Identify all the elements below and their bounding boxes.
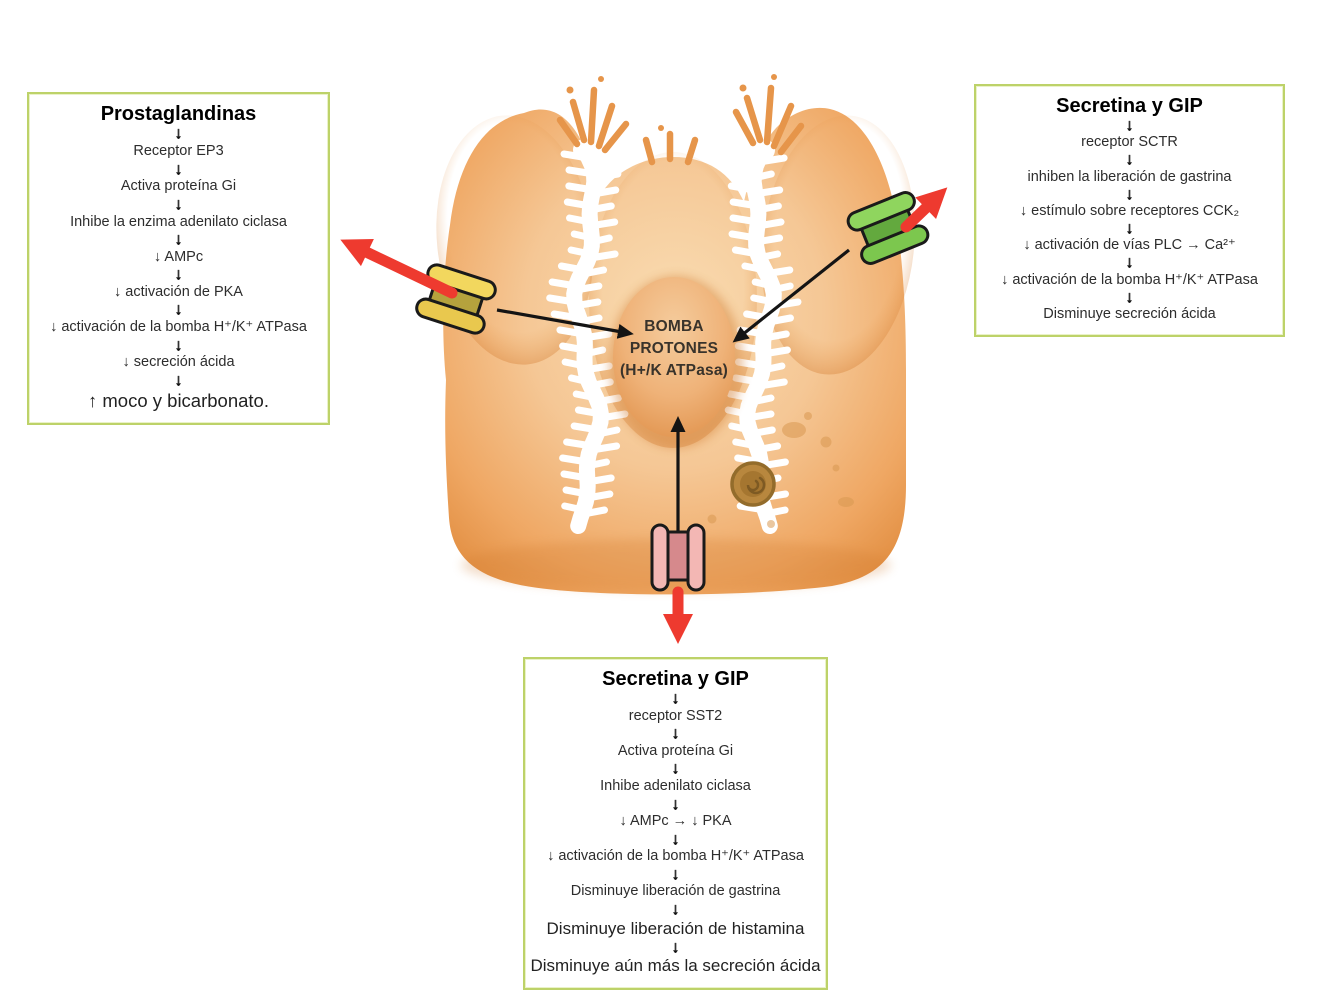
step-text: receptor SCTR: [1081, 134, 1178, 151]
signal-arrow-from-ep3: [496, 308, 634, 339]
cytoplasm-spots: [707, 412, 854, 528]
down-arrow-icon: ↓: [174, 123, 183, 144]
arrow-to-secretin-gip-panel: [900, 187, 948, 233]
red-panel-arrows: [340, 187, 948, 644]
prostaglandins-panel: Prostaglandinas ↓ Receptor EP3 ↓ Activa …: [27, 92, 330, 425]
down-arrow-icon: ↓: [1125, 287, 1134, 307]
step-text: ↓ secreción ácida: [122, 354, 235, 371]
down-arrow-icon: ↓: [174, 194, 183, 214]
down-arrow-icon: ↓: [1125, 149, 1134, 170]
step-text: ↓ activación de la bomba H⁺/K⁺ ATPasa: [1001, 271, 1258, 288]
signal-arrows-to-pump: [496, 248, 850, 548]
down-arrow-icon: ↓: [1125, 184, 1134, 204]
down-arrow-icon: ↓: [1125, 252, 1134, 273]
step-text: ↓ activación de PKA: [114, 284, 243, 300]
step-text: ↓ estímulo sobre receptores CCK₂: [1019, 203, 1240, 219]
down-arrow-icon: ↓: [174, 229, 183, 250]
step-text: Receptor EP3: [133, 143, 224, 160]
down-arrow-icon: ↓: [174, 299, 183, 320]
microvilli: [556, 74, 805, 166]
step-text: ↓ AMPc: [153, 248, 204, 265]
step-text: inhiben la liberación de gastrina: [1027, 168, 1232, 185]
step-text: Inhibe adenilato ciclasa: [600, 778, 751, 795]
down-arrow-icon: ↓: [174, 264, 183, 285]
sctr-receptor-icon: [846, 191, 930, 265]
step-text: ↓ AMPc → ↓ PKA: [619, 813, 732, 830]
step-text: ↓ activación de la bomba H⁺/K⁺ ATPasa: [547, 848, 804, 865]
down-arrow-icon: ↓: [671, 937, 680, 957]
step-text: Inhibe la enzima adenilato ciclasa: [70, 213, 287, 230]
down-arrow-icon: ↓: [1125, 115, 1134, 136]
down-arrow-icon: ↓: [671, 899, 680, 919]
step-text: Disminuye liberación de gastrina: [570, 883, 781, 900]
sst2-panel: Secretina y GIP ↓ receptor SST2 ↓ Activa…: [523, 657, 828, 990]
step-text: Disminuye secreción ácida: [1043, 305, 1216, 322]
arrow-to-prostaglandins-panel: [340, 239, 458, 299]
step-text: Disminuye aún más la secreción ácida: [530, 956, 821, 976]
down-arrow-icon: ↓: [671, 864, 680, 884]
secretin-gip-panel: Secretina y GIP ↓ receptor SCTR ↓ inhibe…: [974, 84, 1285, 337]
pump-label-line3: (H+/K ATPasa): [620, 362, 728, 379]
down-arrow-icon: ↓: [671, 794, 680, 814]
signal-arrow-from-sctr: [732, 248, 850, 343]
pump-label-line1: BOMBA: [644, 318, 704, 335]
down-arrow-icon: ↓: [174, 370, 183, 390]
down-arrow-icon: ↓: [671, 688, 680, 709]
down-arrow-icon: ↓: [174, 159, 183, 179]
step-text: Activa proteína Gi: [120, 178, 237, 195]
down-arrow-icon: ↓: [671, 723, 680, 744]
canaliculus-left: [546, 139, 629, 534]
pump-label: BOMBA PROTONES (H+/K ATPasa): [620, 318, 728, 379]
step-text: Disminuye liberación de histamina: [546, 918, 805, 938]
panel-title: Secretina y GIP: [602, 668, 749, 690]
panel-title: Secretina y GIP: [1056, 95, 1203, 117]
panel-title: Prostaglandinas: [100, 103, 257, 125]
proton-pump-region: [609, 276, 743, 448]
down-arrow-icon: ↓: [671, 759, 680, 779]
step-text: ↑ moco y bicarbonato.: [88, 389, 269, 411]
down-arrow-icon: ↓: [174, 335, 183, 355]
down-arrow-icon: ↓: [1125, 218, 1134, 239]
canaliculus-right: [724, 139, 802, 534]
step-text: ↓ activación de la bomba H⁺/K⁺ ATPasa: [50, 319, 307, 336]
cell-granule: [730, 461, 776, 507]
down-arrow-icon: ↓: [671, 829, 680, 849]
pump-label-line2: PROTONES: [630, 340, 718, 357]
step-text: ↓ activación de vías PLC → Ca²⁺: [1023, 237, 1236, 254]
step-text: receptor SST2: [628, 708, 723, 725]
sst2-receptor-icon: [650, 523, 706, 592]
step-text: Activa proteína Gi: [617, 743, 734, 760]
